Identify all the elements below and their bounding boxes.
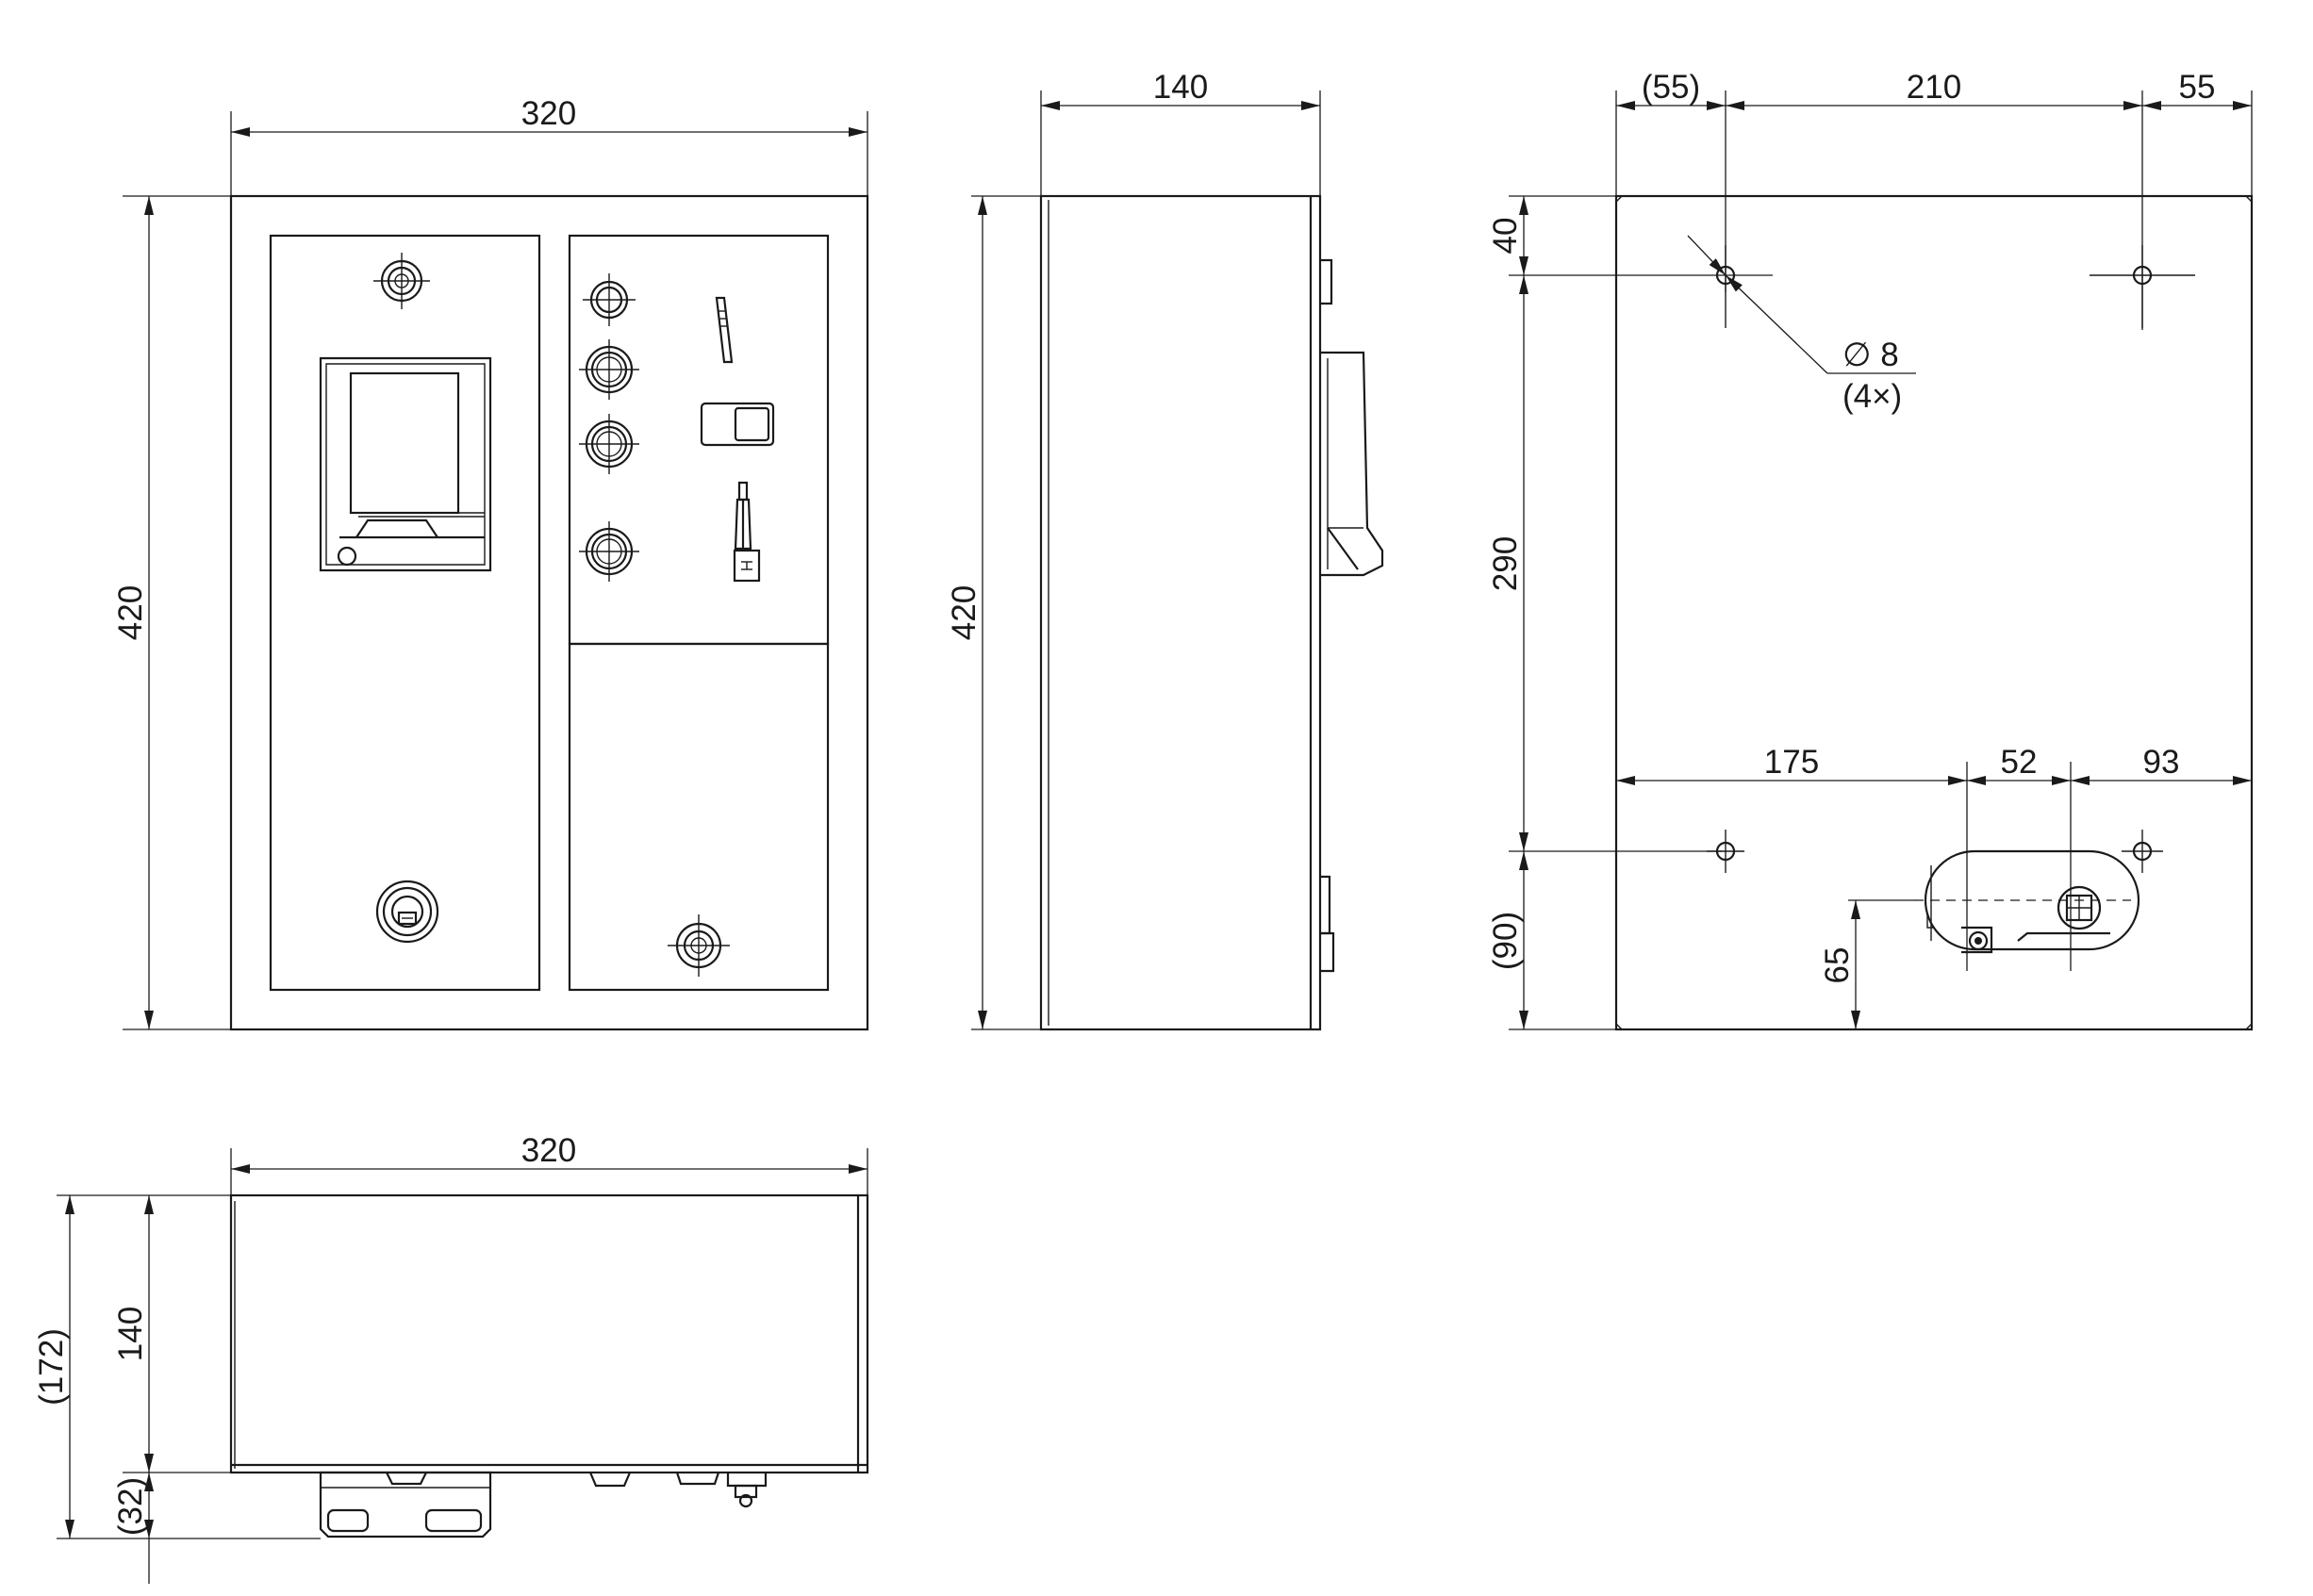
front-height-label: 420 bbox=[112, 585, 149, 640]
side-meter-protrusion bbox=[1320, 351, 1384, 577]
indicator-lamp-icon bbox=[583, 273, 636, 326]
side-lock-protrusion bbox=[1320, 875, 1331, 935]
screw-icon bbox=[668, 914, 730, 977]
key-plug-icon bbox=[733, 481, 761, 583]
front-width-label: 320 bbox=[521, 95, 576, 132]
rear-offset-left-label: (55) bbox=[1642, 69, 1700, 106]
mounting-hole-icon bbox=[2090, 245, 2195, 328]
rear-hole-spacing-label: 210 bbox=[1907, 69, 1961, 106]
side-height-label: 420 bbox=[946, 585, 983, 640]
bottom-protrusion-label: (32) bbox=[112, 1477, 149, 1536]
indicator-lamp-icon bbox=[579, 339, 639, 400]
screw-icon bbox=[373, 253, 430, 309]
cable-cutout bbox=[1914, 849, 2140, 954]
side-housing-outline bbox=[1039, 194, 1322, 1031]
connector-icon bbox=[2057, 885, 2102, 930]
indicator-lamp-icon bbox=[579, 414, 639, 474]
front-housing-outline bbox=[229, 194, 869, 1031]
right-lower-panel bbox=[568, 642, 830, 992]
hole-count-note: (4×) bbox=[1842, 378, 1902, 415]
bottom-view: 320 140 (32) (172) bbox=[33, 1132, 869, 1584]
rear-housing-outline bbox=[1614, 194, 2254, 1031]
side-depth-label: 140 bbox=[1153, 69, 1208, 106]
mounting-hole-icon bbox=[1707, 830, 1744, 873]
meter-display-icon bbox=[319, 356, 492, 572]
rear-hole-vertical-label: 290 bbox=[1487, 536, 1524, 591]
cutout-height-label: 65 bbox=[1819, 947, 1856, 984]
indicator-lamp-icon bbox=[579, 521, 639, 582]
hole-diameter-note: ∅ 8 bbox=[1842, 337, 1899, 373]
side-lamp-protrusion bbox=[1320, 258, 1333, 305]
rear-view: (55) 210 55 40 290 (90) bbox=[1487, 69, 2254, 1031]
left-panel bbox=[269, 234, 541, 992]
mounting-hole-icon bbox=[2122, 830, 2163, 873]
rear-offset-right-label: 55 bbox=[2179, 69, 2216, 106]
toggle-lever-icon bbox=[715, 296, 734, 364]
bottom-lamp-protrusion bbox=[588, 1472, 768, 1508]
front-view: 320 420 bbox=[112, 95, 869, 1031]
cutout-width-label: 52 bbox=[2001, 744, 2038, 781]
bottom-total-depth-label: (172) bbox=[33, 1328, 70, 1406]
bottom-housing-outline bbox=[229, 1193, 869, 1474]
bottom-meter-protrusion bbox=[319, 1471, 492, 1538]
rear-top-offset-label: 40 bbox=[1487, 218, 1524, 255]
rocker-switch-icon bbox=[700, 402, 775, 447]
bottom-depth-label: 140 bbox=[112, 1307, 149, 1361]
lock-icon bbox=[375, 880, 439, 944]
mounting-hole-icon bbox=[1715, 245, 1736, 328]
hole-leader-line bbox=[1687, 235, 1726, 276]
side-view: 140 420 bbox=[946, 69, 1384, 1031]
rear-bottom-offset-label: (90) bbox=[1487, 912, 1524, 970]
cutout-left-label: 175 bbox=[1764, 744, 1819, 781]
bottom-width-label: 320 bbox=[521, 1132, 576, 1169]
cutout-right-label: 93 bbox=[2143, 744, 2180, 781]
right-upper-panel bbox=[568, 234, 830, 646]
